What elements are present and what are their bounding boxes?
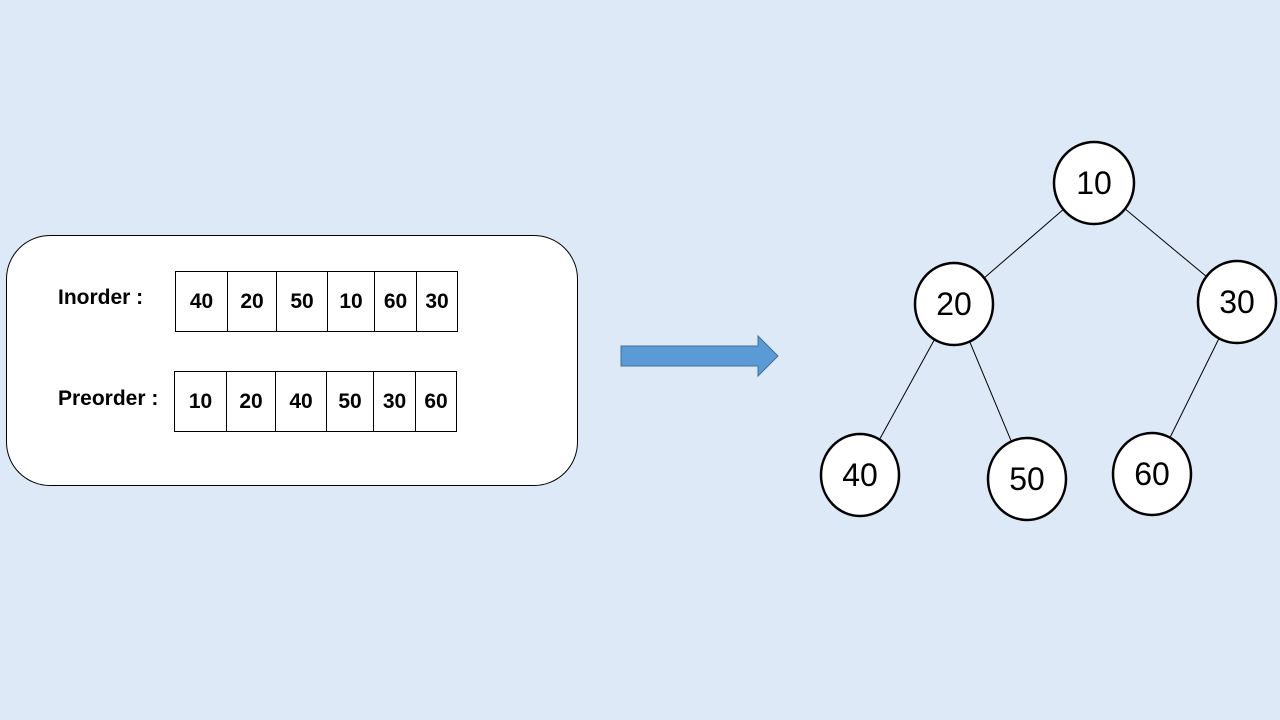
tree-node-label: 60 xyxy=(1134,456,1170,492)
tree-node-circle xyxy=(986,436,1068,522)
tree-node-circle xyxy=(913,261,995,347)
tree-node-label: 50 xyxy=(1009,461,1045,497)
tree-node-30: 30 xyxy=(1196,259,1278,345)
right-arrow-icon xyxy=(620,334,779,378)
tree-edge xyxy=(1169,338,1220,438)
preorder-array: 10 20 40 50 30 60 xyxy=(174,371,457,432)
tree-node-label: 20 xyxy=(936,286,972,322)
inorder-cell: 30 xyxy=(416,272,457,331)
inorder-cell: 10 xyxy=(327,272,374,331)
tree-edge xyxy=(983,209,1064,279)
tree-node-40: 40 xyxy=(819,432,901,518)
tree-edge xyxy=(879,339,935,440)
tree-nodes: 10 20 30 40 50 60 xyxy=(819,140,1278,522)
preorder-cell: 20 xyxy=(226,372,275,431)
tree-node-20: 20 xyxy=(913,261,995,347)
inorder-cell: 20 xyxy=(227,272,276,331)
tree-node-circle xyxy=(1196,259,1278,345)
tree-node-label: 10 xyxy=(1076,165,1112,201)
preorder-cell: 40 xyxy=(275,372,326,431)
tree-node-label: 40 xyxy=(842,457,878,493)
preorder-cell: 60 xyxy=(415,372,456,431)
inorder-cell: 50 xyxy=(276,272,327,331)
tree-edge xyxy=(969,341,1012,442)
tree-node-circle xyxy=(1052,140,1136,226)
tree-node-60: 60 xyxy=(1111,431,1193,517)
tree-node-circle xyxy=(1111,431,1193,517)
inorder-cell: 40 xyxy=(189,289,214,313)
traversal-panel: Inorder : 40 20 50 10 60 30 Preorder : 1… xyxy=(6,235,578,486)
tree-edges xyxy=(879,208,1220,442)
inorder-cell: 60 xyxy=(374,272,416,331)
inorder-label: Inorder : xyxy=(58,286,144,309)
tree-node-50: 50 xyxy=(986,436,1068,522)
tree-node-10: 10 xyxy=(1052,140,1136,226)
preorder-label: Preorder : xyxy=(58,387,159,410)
preorder-cell: 30 xyxy=(373,372,415,431)
preorder-cell: 10 xyxy=(188,389,213,413)
tree-node-circle xyxy=(819,432,901,518)
inorder-array: 40 20 50 10 60 30 xyxy=(175,271,458,332)
preorder-cell: 50 xyxy=(326,372,373,431)
tree-node-label: 30 xyxy=(1219,284,1255,320)
tree-edge xyxy=(1124,208,1207,277)
